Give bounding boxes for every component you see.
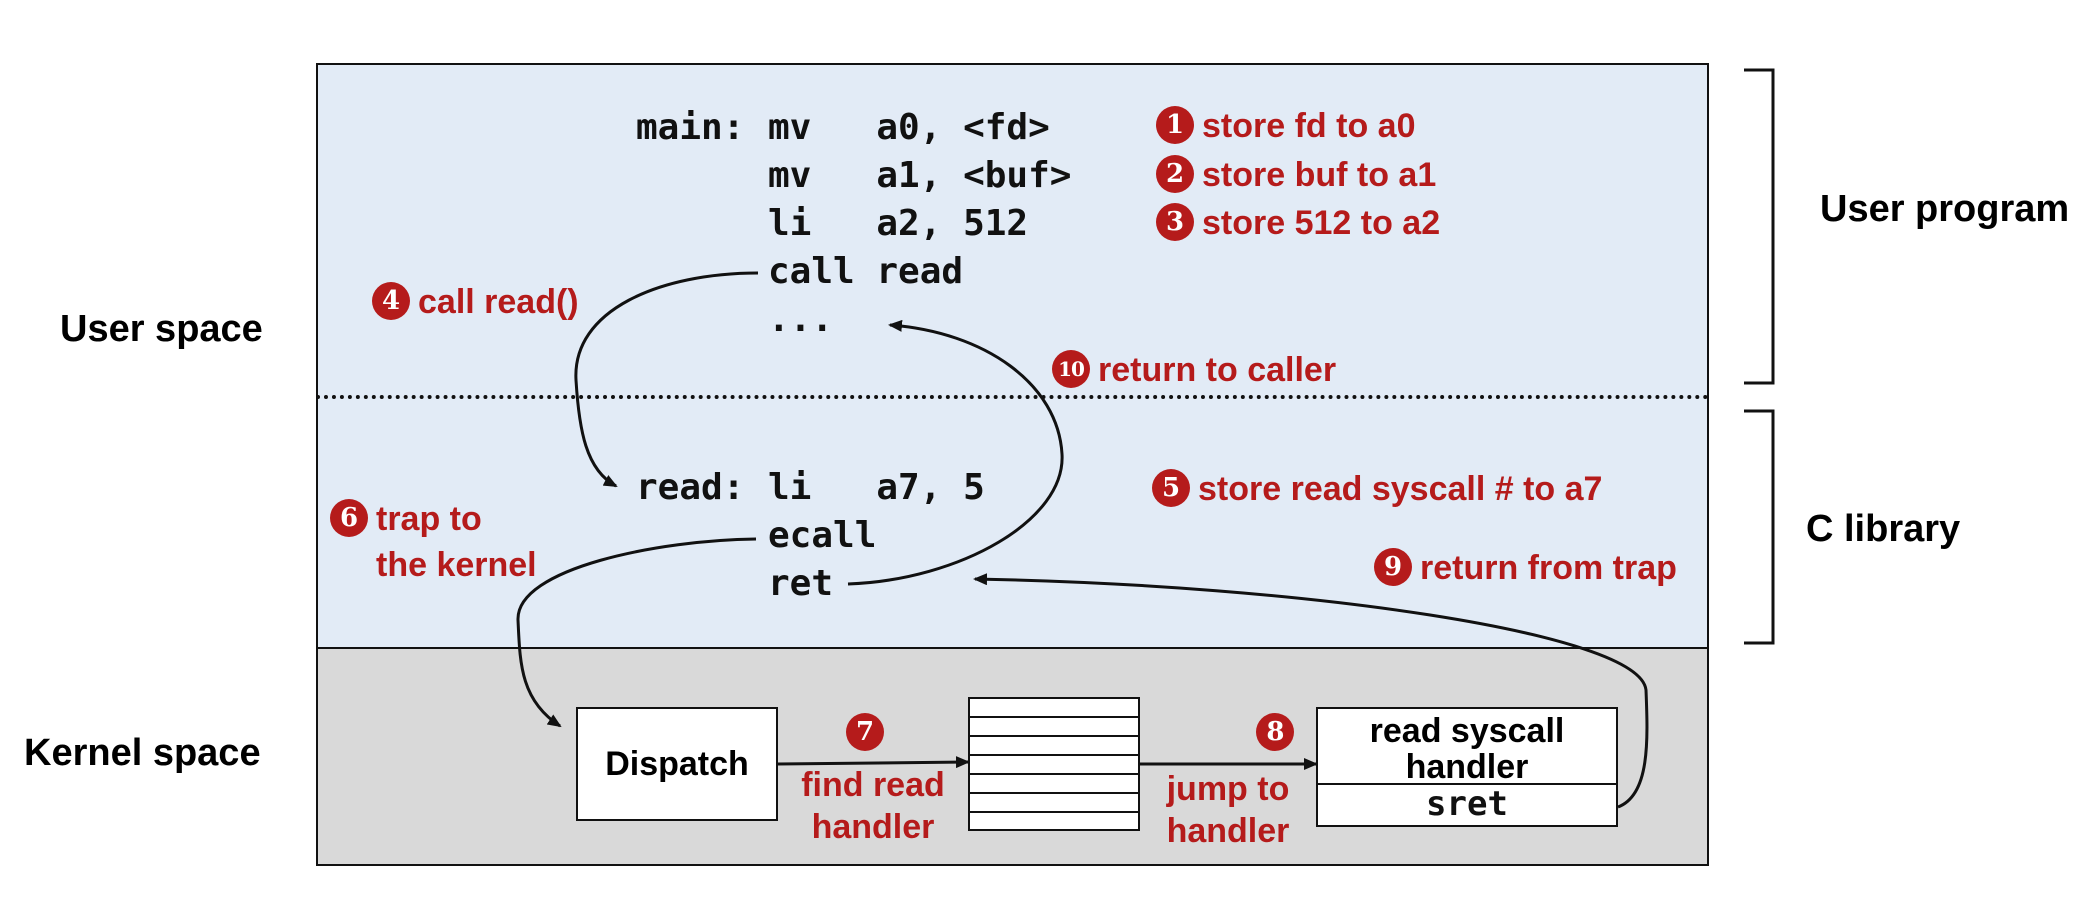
- user-library-divider: [316, 395, 1709, 399]
- handler-sret: sret: [1426, 784, 1508, 824]
- step-9-text: return from trap: [1420, 549, 1677, 587]
- step-7-text: find read handler: [770, 764, 976, 848]
- read-syscall-handler-box: read syscall handler sret: [1316, 707, 1618, 827]
- step-1-text: store fd to a0: [1202, 107, 1416, 145]
- step-4-text: call read(): [418, 283, 579, 321]
- handler-title: read syscall handler: [1318, 709, 1616, 785]
- step-2-badge: 2: [1156, 155, 1194, 194]
- step-6-line-1: trap to: [376, 500, 482, 538]
- syscall-table-row: [970, 756, 1138, 775]
- step-9-badge: 9: [1374, 548, 1412, 587]
- step-6-badge: 6: [330, 499, 368, 538]
- step-1-badge: 1: [1156, 106, 1194, 145]
- main-code-line-1: mv a0, <fd>: [768, 107, 1050, 148]
- read-code-line-3: ret: [768, 563, 834, 604]
- syscall-table-row: [970, 775, 1138, 794]
- syscall-table-row: [970, 699, 1138, 718]
- read-label: read:: [636, 467, 745, 508]
- main-code-line-4: call read: [768, 251, 964, 292]
- main-code-line-5: ...: [768, 299, 834, 340]
- user-program-brace: [1744, 68, 1775, 385]
- step-3-text: store 512 to a2: [1202, 204, 1441, 242]
- arrow-trap: [516, 537, 757, 728]
- step-7-line-2: handler: [811, 808, 935, 846]
- step-4-badge: 4: [372, 282, 410, 321]
- syscall-table: [968, 697, 1140, 831]
- syscall-table-row: [970, 737, 1138, 756]
- read-code-line-1: li a7, 5: [768, 467, 985, 508]
- syscall-table-row: [970, 718, 1138, 737]
- arrow-return-from-trap: [973, 573, 1649, 809]
- step-10-text: return to caller: [1098, 351, 1337, 389]
- step-7-badge: 7: [846, 713, 884, 751]
- step-5-text: store read syscall # to a7: [1198, 470, 1603, 508]
- user-program-label: User program: [1820, 188, 2070, 230]
- c-library-label: C library: [1806, 508, 1961, 550]
- step-2-text: store buf to a1: [1202, 156, 1437, 194]
- main-code-line-3: li a2, 512: [768, 203, 1029, 244]
- step-6-line-2: the kernel: [376, 546, 537, 584]
- read-code-line-2: ecall: [768, 515, 877, 556]
- main-label: main:: [636, 107, 745, 148]
- step-8-line-1: jump to: [1166, 770, 1290, 808]
- arrow-call-read: [574, 271, 759, 488]
- syscall-table-row: [970, 794, 1138, 813]
- arrow-find-handler: [777, 756, 970, 769]
- user-space-label: User space: [60, 308, 263, 350]
- dispatch-box: Dispatch: [576, 707, 778, 821]
- user-space-region: [316, 63, 1709, 647]
- step-8-badge: 8: [1256, 713, 1295, 751]
- c-library-brace: [1744, 409, 1775, 645]
- kernel-space-label: Kernel space: [24, 732, 261, 774]
- step-5-badge: 5: [1152, 469, 1190, 508]
- arrow-return-to-caller: [847, 319, 1064, 586]
- handler-title-line-1: read syscall: [1369, 712, 1565, 750]
- step-3-badge: 3: [1156, 203, 1194, 242]
- main-code-line-2: mv a1, <buf>: [768, 155, 1072, 196]
- step-10-badge: 10: [1052, 350, 1090, 389]
- dispatch-label: Dispatch: [605, 745, 749, 783]
- step-8-text: jump to handler: [1128, 768, 1328, 852]
- step-7-line-1: find read: [801, 766, 945, 804]
- step-8-line-2: handler: [1166, 812, 1290, 850]
- handler-title-line-2: handler: [1405, 748, 1529, 786]
